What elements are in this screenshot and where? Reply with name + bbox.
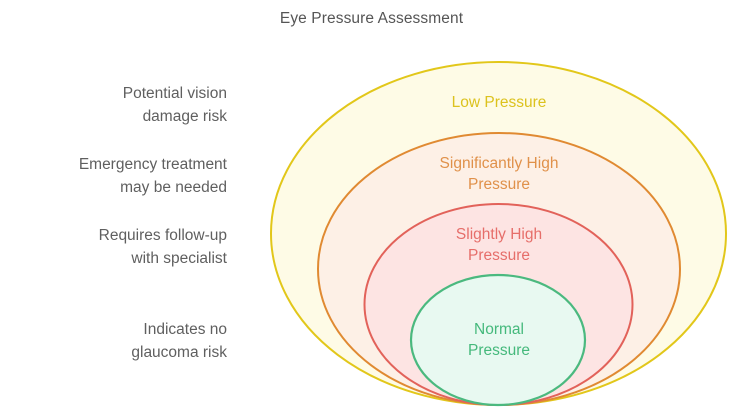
description-line: with specialist [131, 250, 227, 267]
label-line: Slightly High [455, 226, 543, 243]
description-line: glaucoma risk [131, 344, 227, 361]
description-slightly-high-pressure: Requires follow-up with specialist [0, 224, 227, 270]
description-significantly-high-pressure: Emergency treatment may be needed [0, 153, 227, 199]
description-line: may be needed [120, 179, 227, 196]
diagram-title: Eye Pressure Assessment [279, 10, 464, 27]
ring-normal-pressure [409, 273, 587, 407]
label-slightly-high-pressure: Slightly High Pressure [379, 224, 619, 266]
description-line: Indicates no [143, 321, 227, 338]
label-line: Normal [474, 321, 524, 338]
description-line: Requires follow-up [98, 227, 227, 244]
label-low-pressure: Low Pressure [379, 92, 619, 113]
label-line: Pressure [467, 247, 531, 264]
label-line: Significantly High [439, 155, 559, 172]
description-line: Emergency treatment [78, 156, 227, 173]
label-line: Low Pressure [451, 94, 547, 111]
label-normal-pressure: Normal Pressure [379, 319, 619, 361]
description-line: Potential vision [122, 85, 227, 102]
description-line: damage risk [142, 108, 227, 125]
description-low-pressure: Potential vision damage risk [0, 82, 227, 128]
label-line: Pressure [467, 342, 531, 359]
description-normal-pressure: Indicates no glaucoma risk [0, 318, 227, 364]
label-line: Pressure [467, 176, 531, 193]
label-significantly-high-pressure: Significantly High Pressure [379, 153, 619, 195]
